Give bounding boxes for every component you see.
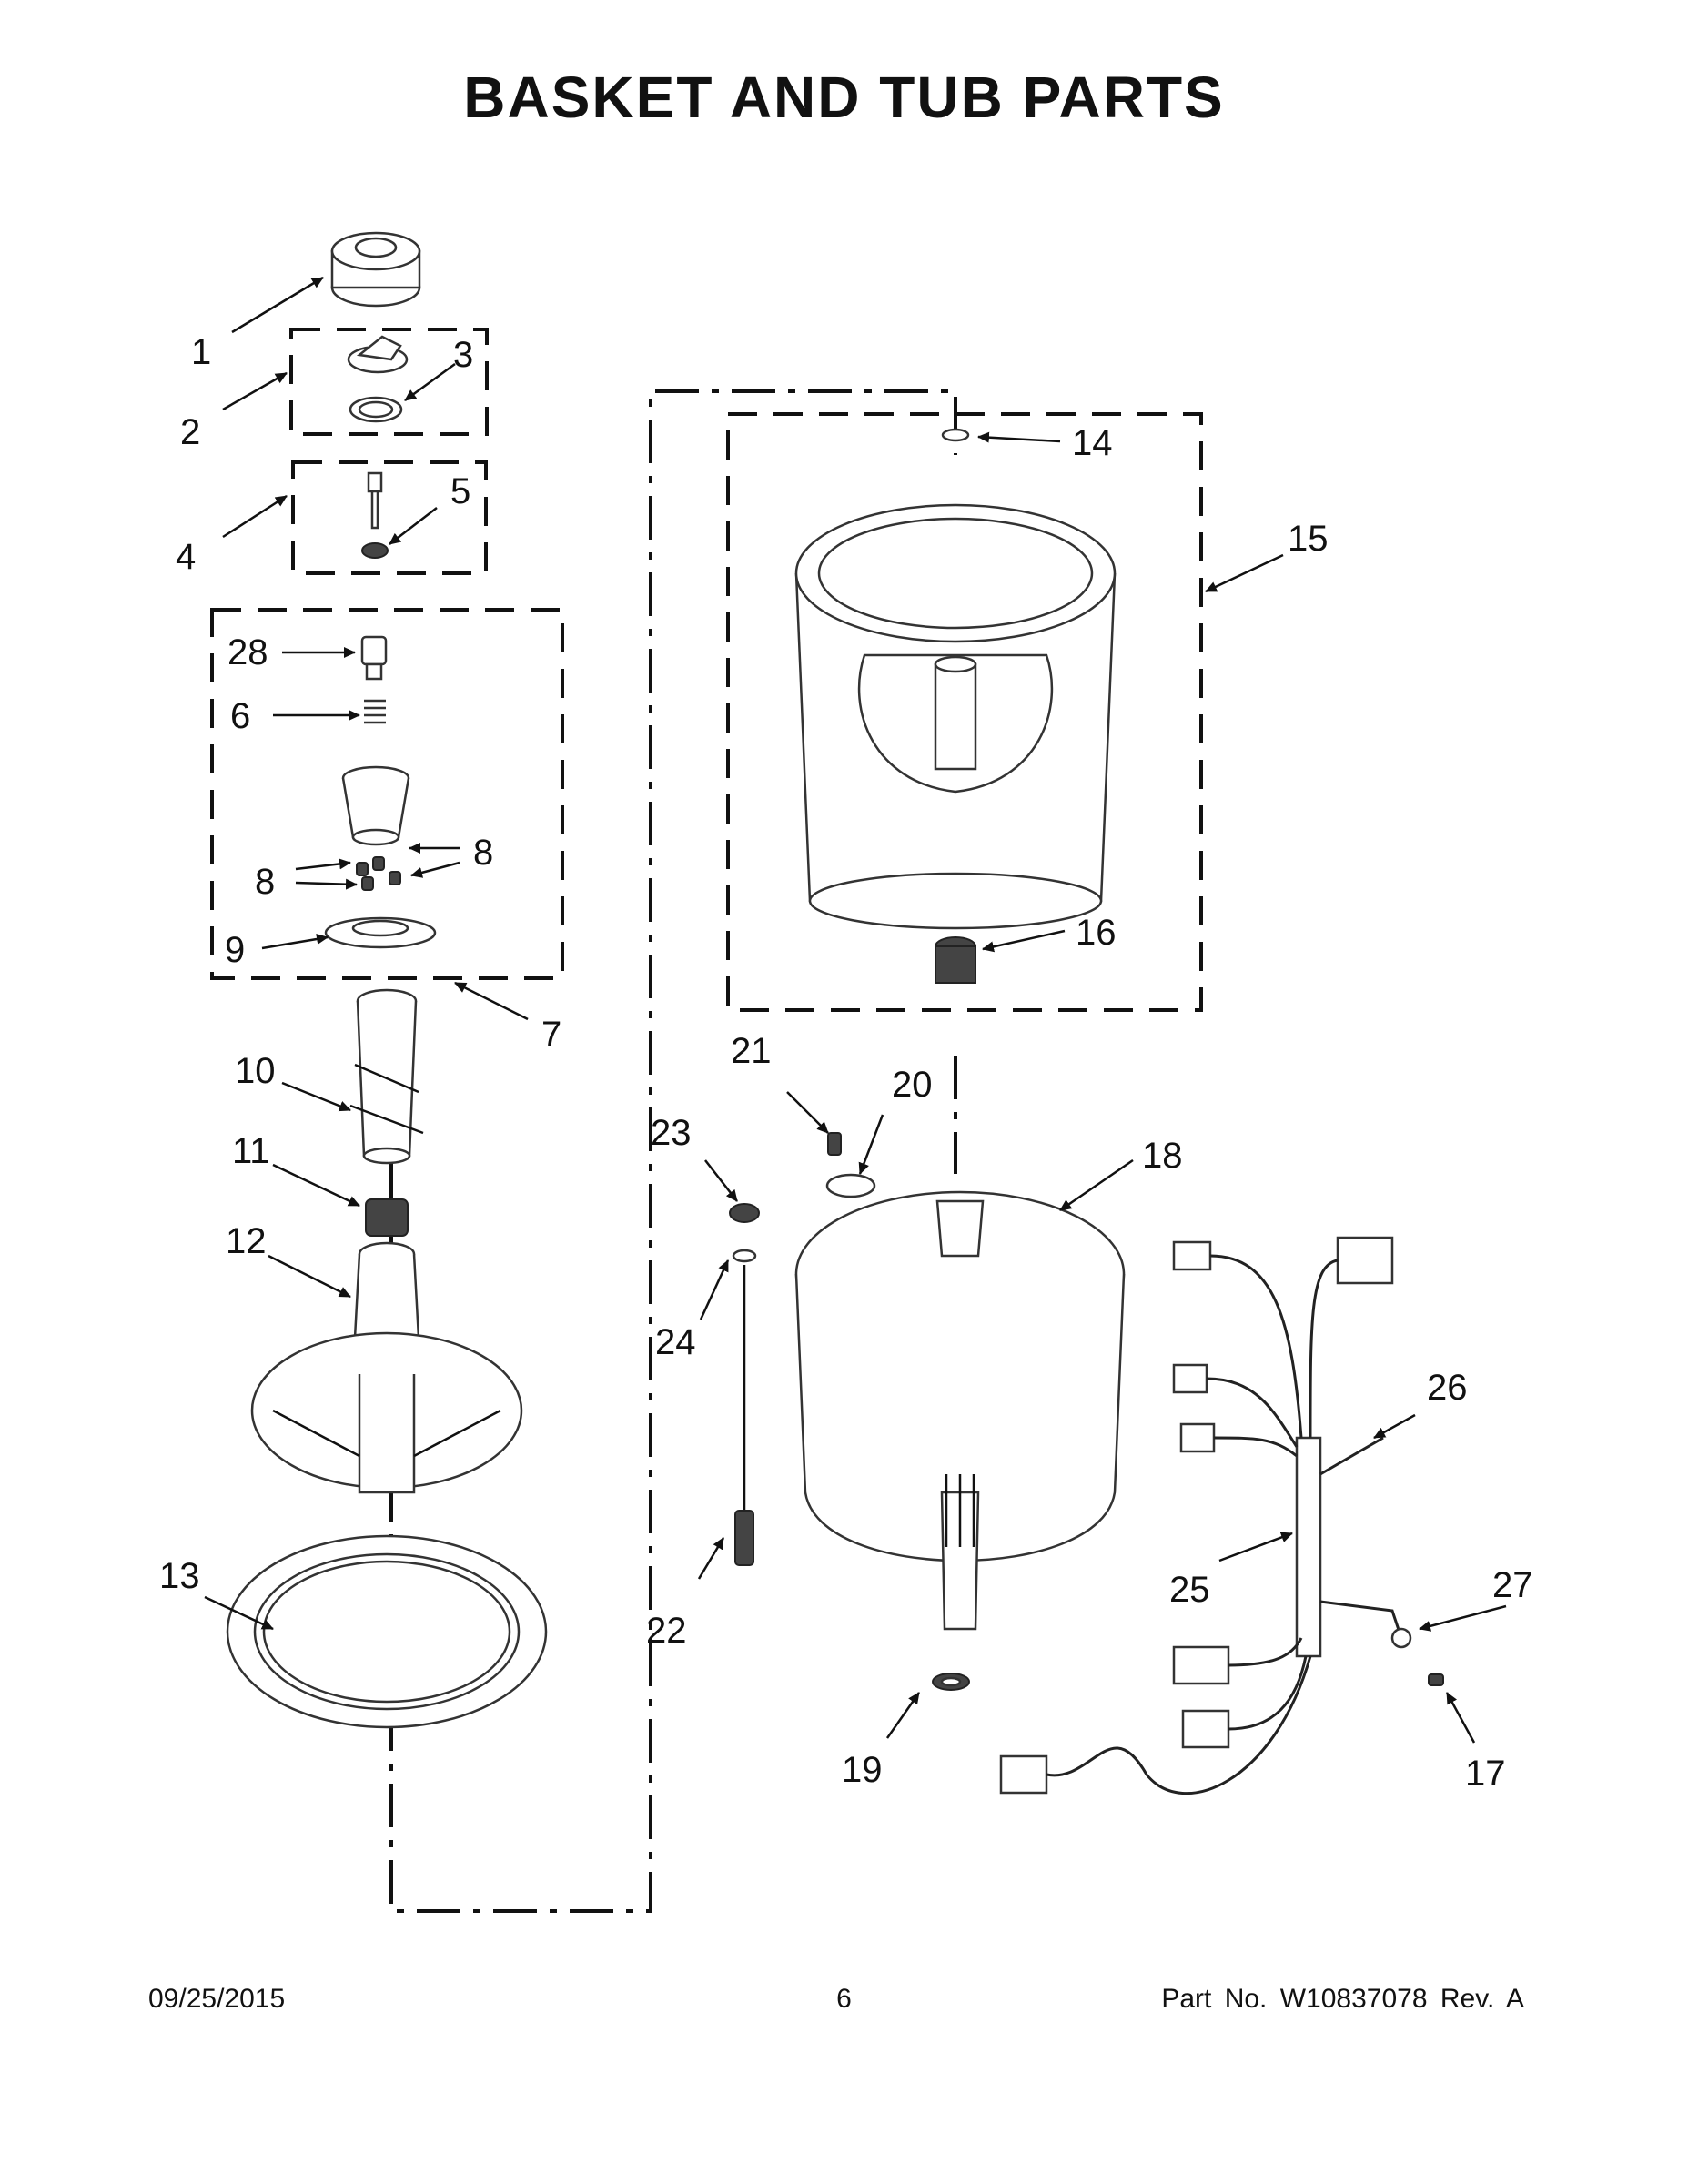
part-10-11-12-agitator: [250, 988, 523, 1494]
group-box-15: [726, 412, 1203, 1012]
part-25-26-wire-harness: [999, 1236, 1444, 1795]
callout-1: 1: [191, 332, 211, 372]
callout-20: 20: [892, 1065, 933, 1105]
callout-24: 24: [655, 1322, 696, 1362]
callout-13: 13: [159, 1556, 200, 1596]
part-22-23-24-rod: [729, 1203, 760, 1566]
part-19-seal: [932, 1673, 970, 1691]
callout-10: 10: [235, 1051, 276, 1091]
group-box-4-5: [291, 460, 488, 575]
footer-date: 09/25/2015: [148, 1984, 286, 2014]
part-4-5-bolt: [361, 471, 389, 559]
part-28-6-assembly: [324, 635, 437, 949]
part-13-ring: [226, 1534, 548, 1729]
callout-25: 25: [1169, 1570, 1210, 1610]
callout-8-right: 8: [473, 833, 493, 873]
part-20-21-screw-washer: [825, 1132, 876, 1198]
footer-part-number: Part No. W10837078 Rev. A: [1161, 1984, 1524, 2014]
page-title: BASKET AND TUB PARTS: [463, 65, 1225, 130]
group-box-7: [210, 608, 564, 980]
connector-line-basket-tub: [389, 389, 957, 1913]
callout-9: 9: [225, 930, 245, 970]
callout-3: 3: [453, 335, 473, 375]
part-18-tub: [794, 1190, 1126, 1631]
callout-16: 16: [1076, 913, 1117, 953]
callout-14: 14: [1072, 423, 1113, 463]
callout-19: 19: [842, 1750, 883, 1790]
callout-28: 28: [227, 632, 268, 672]
group-box-2-3: [289, 328, 489, 436]
callout-7: 7: [541, 1015, 561, 1055]
callout-labels: 1 2 3 4 5 28 6 8 8 9 7 10 11 12 13 14 15…: [159, 332, 1533, 1794]
callout-8-left: 8: [255, 862, 275, 902]
callout-4: 4: [176, 537, 196, 577]
callout-18: 18: [1142, 1136, 1183, 1176]
part-16-drive-bell: [935, 936, 976, 984]
callout-2: 2: [180, 412, 200, 452]
callout-21: 21: [731, 1031, 772, 1071]
callout-23: 23: [651, 1113, 692, 1153]
callout-27: 27: [1492, 1565, 1533, 1605]
callout-26: 26: [1427, 1368, 1468, 1408]
callout-22: 22: [646, 1611, 687, 1651]
part-1-cap: [330, 231, 421, 308]
part-3-cam: [347, 335, 409, 423]
part-15-basket: [794, 428, 1117, 930]
footer-page-number: 6: [836, 1984, 852, 2014]
callout-17: 17: [1465, 1754, 1506, 1794]
callout-11: 11: [232, 1131, 270, 1171]
callout-12: 12: [226, 1221, 267, 1261]
callout-6: 6: [230, 696, 250, 736]
callout-15: 15: [1288, 519, 1329, 559]
callout-5: 5: [450, 471, 470, 511]
leader-arrows: [204, 276, 1507, 1744]
